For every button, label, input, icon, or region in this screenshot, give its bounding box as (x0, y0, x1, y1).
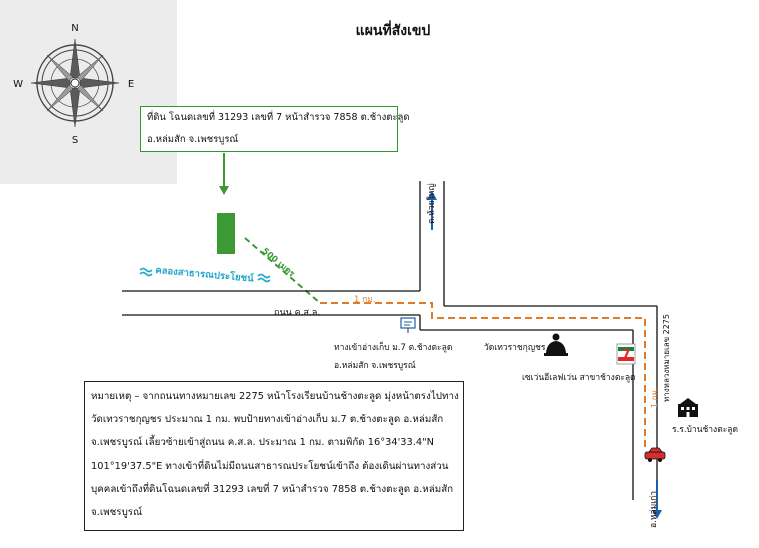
canal (139, 267, 271, 283)
note-line: บุคคลเข้าถึงที่ดินโฉนดเลขที่ 31293 เลขที… (91, 483, 454, 495)
svg-text:7: 7 (621, 348, 630, 363)
compass-e: E (128, 79, 134, 90)
roads (122, 181, 658, 500)
route-path (320, 302, 646, 448)
note-line: จ.เพชรบูรณ์ (91, 507, 143, 519)
distance-1km-top-label: 1 กม. (354, 295, 376, 305)
entrance-line2: อ.หล่มสัก จ.เพชรบูรณ์ (334, 361, 416, 371)
path-500m (244, 237, 321, 304)
seven-eleven-icon: 7 (616, 343, 636, 365)
compass-panel (0, 0, 177, 184)
compass-rose-icon: N S W E (13, 23, 134, 146)
parcel-line2: อ.หล่มสัก จ.เพชรบูรณ์ (147, 134, 239, 145)
entrance-line1: ทางเข้าอ่างเก็บ ม.7 ต.ช้างตะลูด (334, 343, 453, 353)
seven-eleven-label: เซเว่นอีเลฟเว่น สาขาช้างตะลูด (522, 373, 636, 383)
parcel-box: ที่ดิน โฉนดเลขที่ 31293 เลขที่ 7 หน้าสำร… (140, 106, 410, 152)
parcel-plot (217, 213, 235, 254)
highway-2275-label: ทางหลวงหมายเลข 2275 (662, 314, 671, 402)
compass-s: S (72, 135, 78, 146)
page-title: แผนที่สังเขป (355, 23, 431, 39)
school-label: ร.ร.บ้านช้างตะลูด (672, 425, 739, 435)
buddha-icon (544, 333, 568, 356)
road-ksl-label: ถนน ค.ส.ล. (274, 308, 321, 318)
down-arrow-icon (219, 153, 229, 195)
compass-w: W (13, 79, 23, 90)
note-line: หมายเหตุ – จากถนนทางหมายเลข 2275 หน้าโรง… (91, 391, 459, 402)
school-icon (678, 398, 698, 417)
car-icon (644, 447, 666, 462)
up-arrow-icon (427, 191, 437, 230)
compass-n: N (71, 23, 78, 34)
note-line: 101°19'37.5"E ทางเข้าที่ดินไม่มีถนนสาธาร… (91, 460, 449, 472)
to-huai-yai-label: ต.ห้วยใหญ่ (427, 183, 437, 224)
note-line: วัดเทวราชกุญชร ประมาณ 1 กม. พบป้ายทางเข้… (91, 414, 444, 426)
note-line: จ.เพชรบูรณ์ เลี้ยวซ้ายเข้าสู่ถนน ค.ส.ล. … (91, 437, 434, 449)
temple-label: วัดเทวราชกุญชร (484, 343, 546, 353)
note-box: หมายเหตุ – จากถนนทางหมายเลข 2275 หน้าโรง… (84, 381, 464, 531)
sign-icon (400, 317, 416, 333)
parcel-line1: ที่ดิน โฉนดเลขที่ 31293 เลขที่ 7 หน้าสำร… (147, 112, 410, 123)
down-arrow-icon (652, 480, 662, 519)
to-lom-kao-label: อ.หล่มเก่า (649, 490, 659, 528)
distance-1km-right-label: 1 กม. (650, 387, 659, 408)
